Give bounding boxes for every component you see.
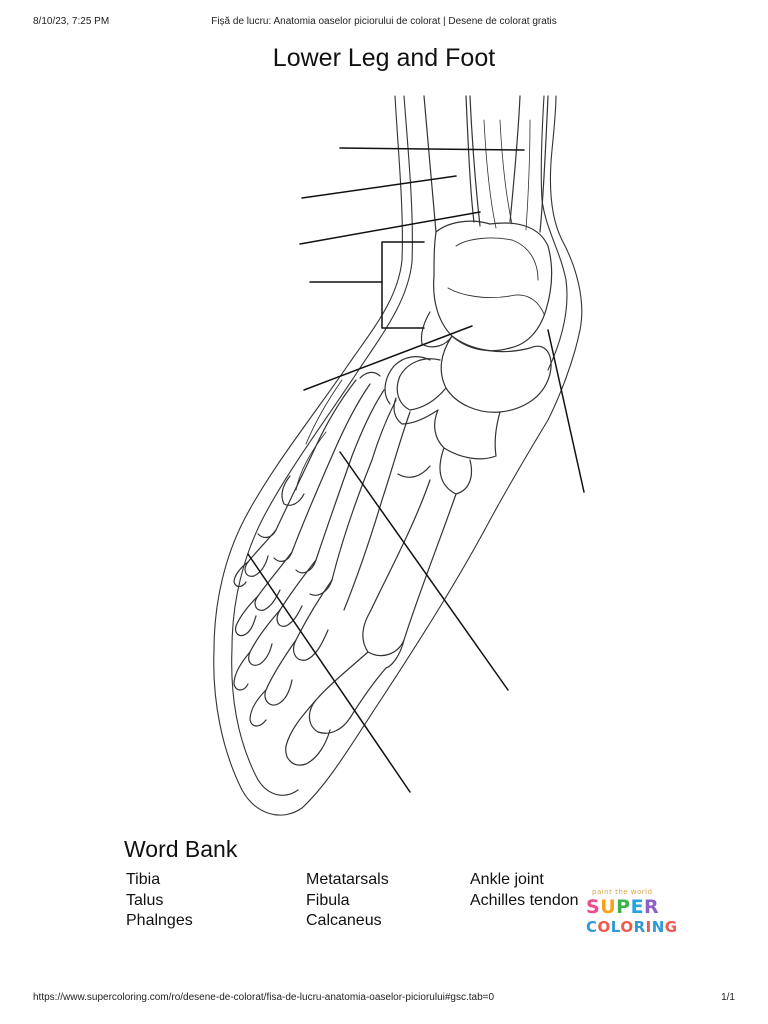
print-url: https://www.supercoloring.com/ro/desene-… [33,992,495,1003]
logo-word-coloring: COLORING [586,918,678,936]
logo-word-super: SUPER [586,896,660,918]
print-page-number: 1/1 [721,992,735,1003]
word-bank-column-3: Ankle joint Achilles tendon [470,870,579,911]
word-bank-term: Talus [126,891,164,909]
word-bank-title: Word Bank [124,836,238,862]
worksheet-title: Lower Leg and Foot [272,44,496,72]
label-leader-lines [247,147,585,793]
word-bank-column-1: Tibia Talus Phalnges [126,870,193,932]
phalanges [233,431,405,766]
logo-tagline: paint the world [592,888,653,896]
metatarsal-bones [257,371,473,657]
supercoloring-logo: paint the world SUPER COLORING [584,888,677,940]
word-bank-term: Phalnges [126,912,193,929]
print-datetime: 8/10/23, 7:25 PM [33,16,110,27]
foot-skin-outline [213,95,583,816]
word-bank-column-2: Metatarsals Fibula Calcaneus [306,870,389,932]
word-bank-term: Calcaneus [306,912,382,929]
talus-and-ankle [420,220,553,352]
print-page-title: Fișă de lucru: Anatomia oaselor piciorul… [211,16,557,27]
leg-bones [423,95,549,233]
tarsal-bones [384,335,552,460]
word-bank-term: Ankle joint [470,871,544,888]
word-bank-term: Achilles tendon [470,891,579,909]
word-bank-term: Metatarsals [306,871,389,888]
word-bank-term: Fibula [306,891,350,909]
word-bank-term: Tibia [126,871,161,888]
